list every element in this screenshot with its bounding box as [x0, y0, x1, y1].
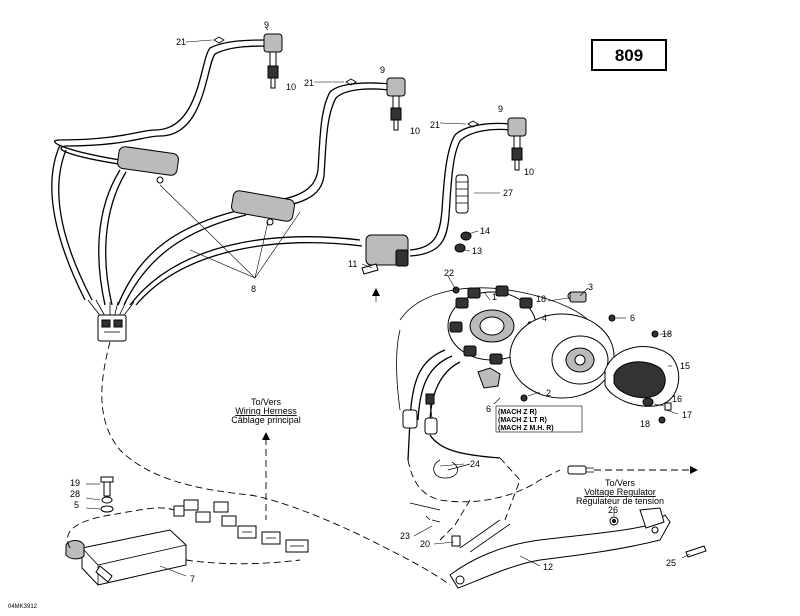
spark-plug-1 — [213, 33, 283, 89]
callout-27: 27 — [503, 188, 513, 198]
page-number-badge: 809 — [591, 39, 667, 71]
magneto-wiring — [396, 329, 501, 461]
callout-15: 15 — [680, 361, 690, 371]
magneto-support-bracket — [449, 507, 671, 589]
callout-25: 25 — [666, 558, 676, 568]
callout-17: 17 — [682, 410, 692, 420]
callout-26: 26 — [608, 505, 618, 515]
callout-20: 20 — [420, 539, 430, 549]
callout-12: 12 — [543, 562, 553, 572]
model-line-2: (MACH Z LT R) — [498, 417, 547, 424]
callout-10: 10 — [286, 82, 296, 92]
magneto-cover — [604, 346, 680, 407]
wire-sleeve — [455, 174, 469, 214]
callout-9: 9 — [498, 104, 503, 114]
callout-14: 14 — [480, 226, 490, 236]
cdi-connectors — [173, 499, 309, 553]
callout-leaders — [85, 27, 691, 577]
callout-21: 21 — [430, 120, 440, 130]
figure-code: 04MK3912 — [8, 604, 38, 610]
flywheel-housing — [509, 313, 615, 399]
harness-to-label: To/Vers — [251, 397, 282, 407]
callout-24: 24 — [470, 459, 480, 469]
voltage-regulator-label: To/Vers Voltage Regulator Régulateur de … — [576, 478, 664, 506]
callout-16: 16 — [672, 394, 682, 404]
dashed-harness-routes — [67, 341, 690, 586]
regulator-to-label: To/Vers — [605, 478, 636, 488]
callout-7: 7 — [190, 574, 195, 584]
callout-labels: 9 21 10 9 21 10 9 21 10 27 14 13 11 8 22… — [70, 20, 692, 584]
callout-1: 1 — [492, 292, 497, 302]
coil-harness-connector — [97, 314, 127, 342]
ignition-coils — [117, 146, 409, 267]
regulator-name-en: Voltage Regulator — [584, 487, 656, 497]
model-line-1: (MACH Z R) — [498, 409, 537, 416]
spark-plug-2 — [345, 77, 406, 131]
grommets — [454, 231, 472, 253]
model-line-3: (MACH Z M.H. R) — [498, 425, 554, 432]
callout-19: 19 — [70, 478, 80, 488]
model-applicability: (MACH Z R) (MACH Z LT R) (MACH Z M.H. R) — [495, 405, 583, 433]
callout-9: 9 — [264, 20, 269, 30]
callout-8: 8 — [251, 284, 256, 294]
callout-21: 21 — [304, 78, 314, 88]
callout-9: 9 — [380, 65, 385, 75]
page-number: 809 — [615, 46, 643, 65]
cdi-module — [65, 529, 187, 586]
callout-28: 28 — [70, 489, 80, 499]
callout-22: 22 — [444, 268, 454, 278]
route-arrows — [262, 275, 698, 474]
coil-bolt — [361, 263, 379, 275]
callout-13: 13 — [472, 246, 482, 256]
callout-23: 23 — [400, 531, 410, 541]
stator-hardware — [452, 286, 672, 424]
bracket-hardware — [409, 502, 707, 558]
wiring-harness-label: To/Vers Wiring Herness Câblage principal — [231, 397, 301, 425]
spark-plug-3 — [467, 117, 527, 171]
callout-18: 18 — [536, 294, 546, 304]
callout-10: 10 — [410, 126, 420, 136]
callout-21: 21 — [176, 37, 186, 47]
high-tension-wires — [51, 39, 511, 319]
callout-4: 4 — [542, 313, 547, 323]
regulator-name-fr: Régulateur de tension — [576, 496, 664, 506]
callout-6: 6 — [630, 313, 635, 323]
callout-5: 5 — [74, 500, 79, 510]
regulator-connector — [567, 465, 594, 475]
callout-11: 11 — [348, 259, 357, 269]
callout-10: 10 — [524, 167, 534, 177]
callout-18: 18 — [640, 419, 650, 429]
harness-clamp — [433, 459, 471, 479]
leaders-8 — [159, 184, 301, 279]
harness-name-en: Wiring Herness — [235, 406, 297, 416]
trigger-coil — [477, 367, 501, 389]
callout-2: 2 — [546, 388, 551, 398]
harness-name-fr: Câblage principal — [231, 415, 301, 425]
cdi-hardware — [100, 476, 114, 513]
callout-6: 6 — [486, 404, 491, 414]
callout-3: 3 — [588, 282, 593, 292]
callout-18: 18 — [662, 329, 672, 339]
